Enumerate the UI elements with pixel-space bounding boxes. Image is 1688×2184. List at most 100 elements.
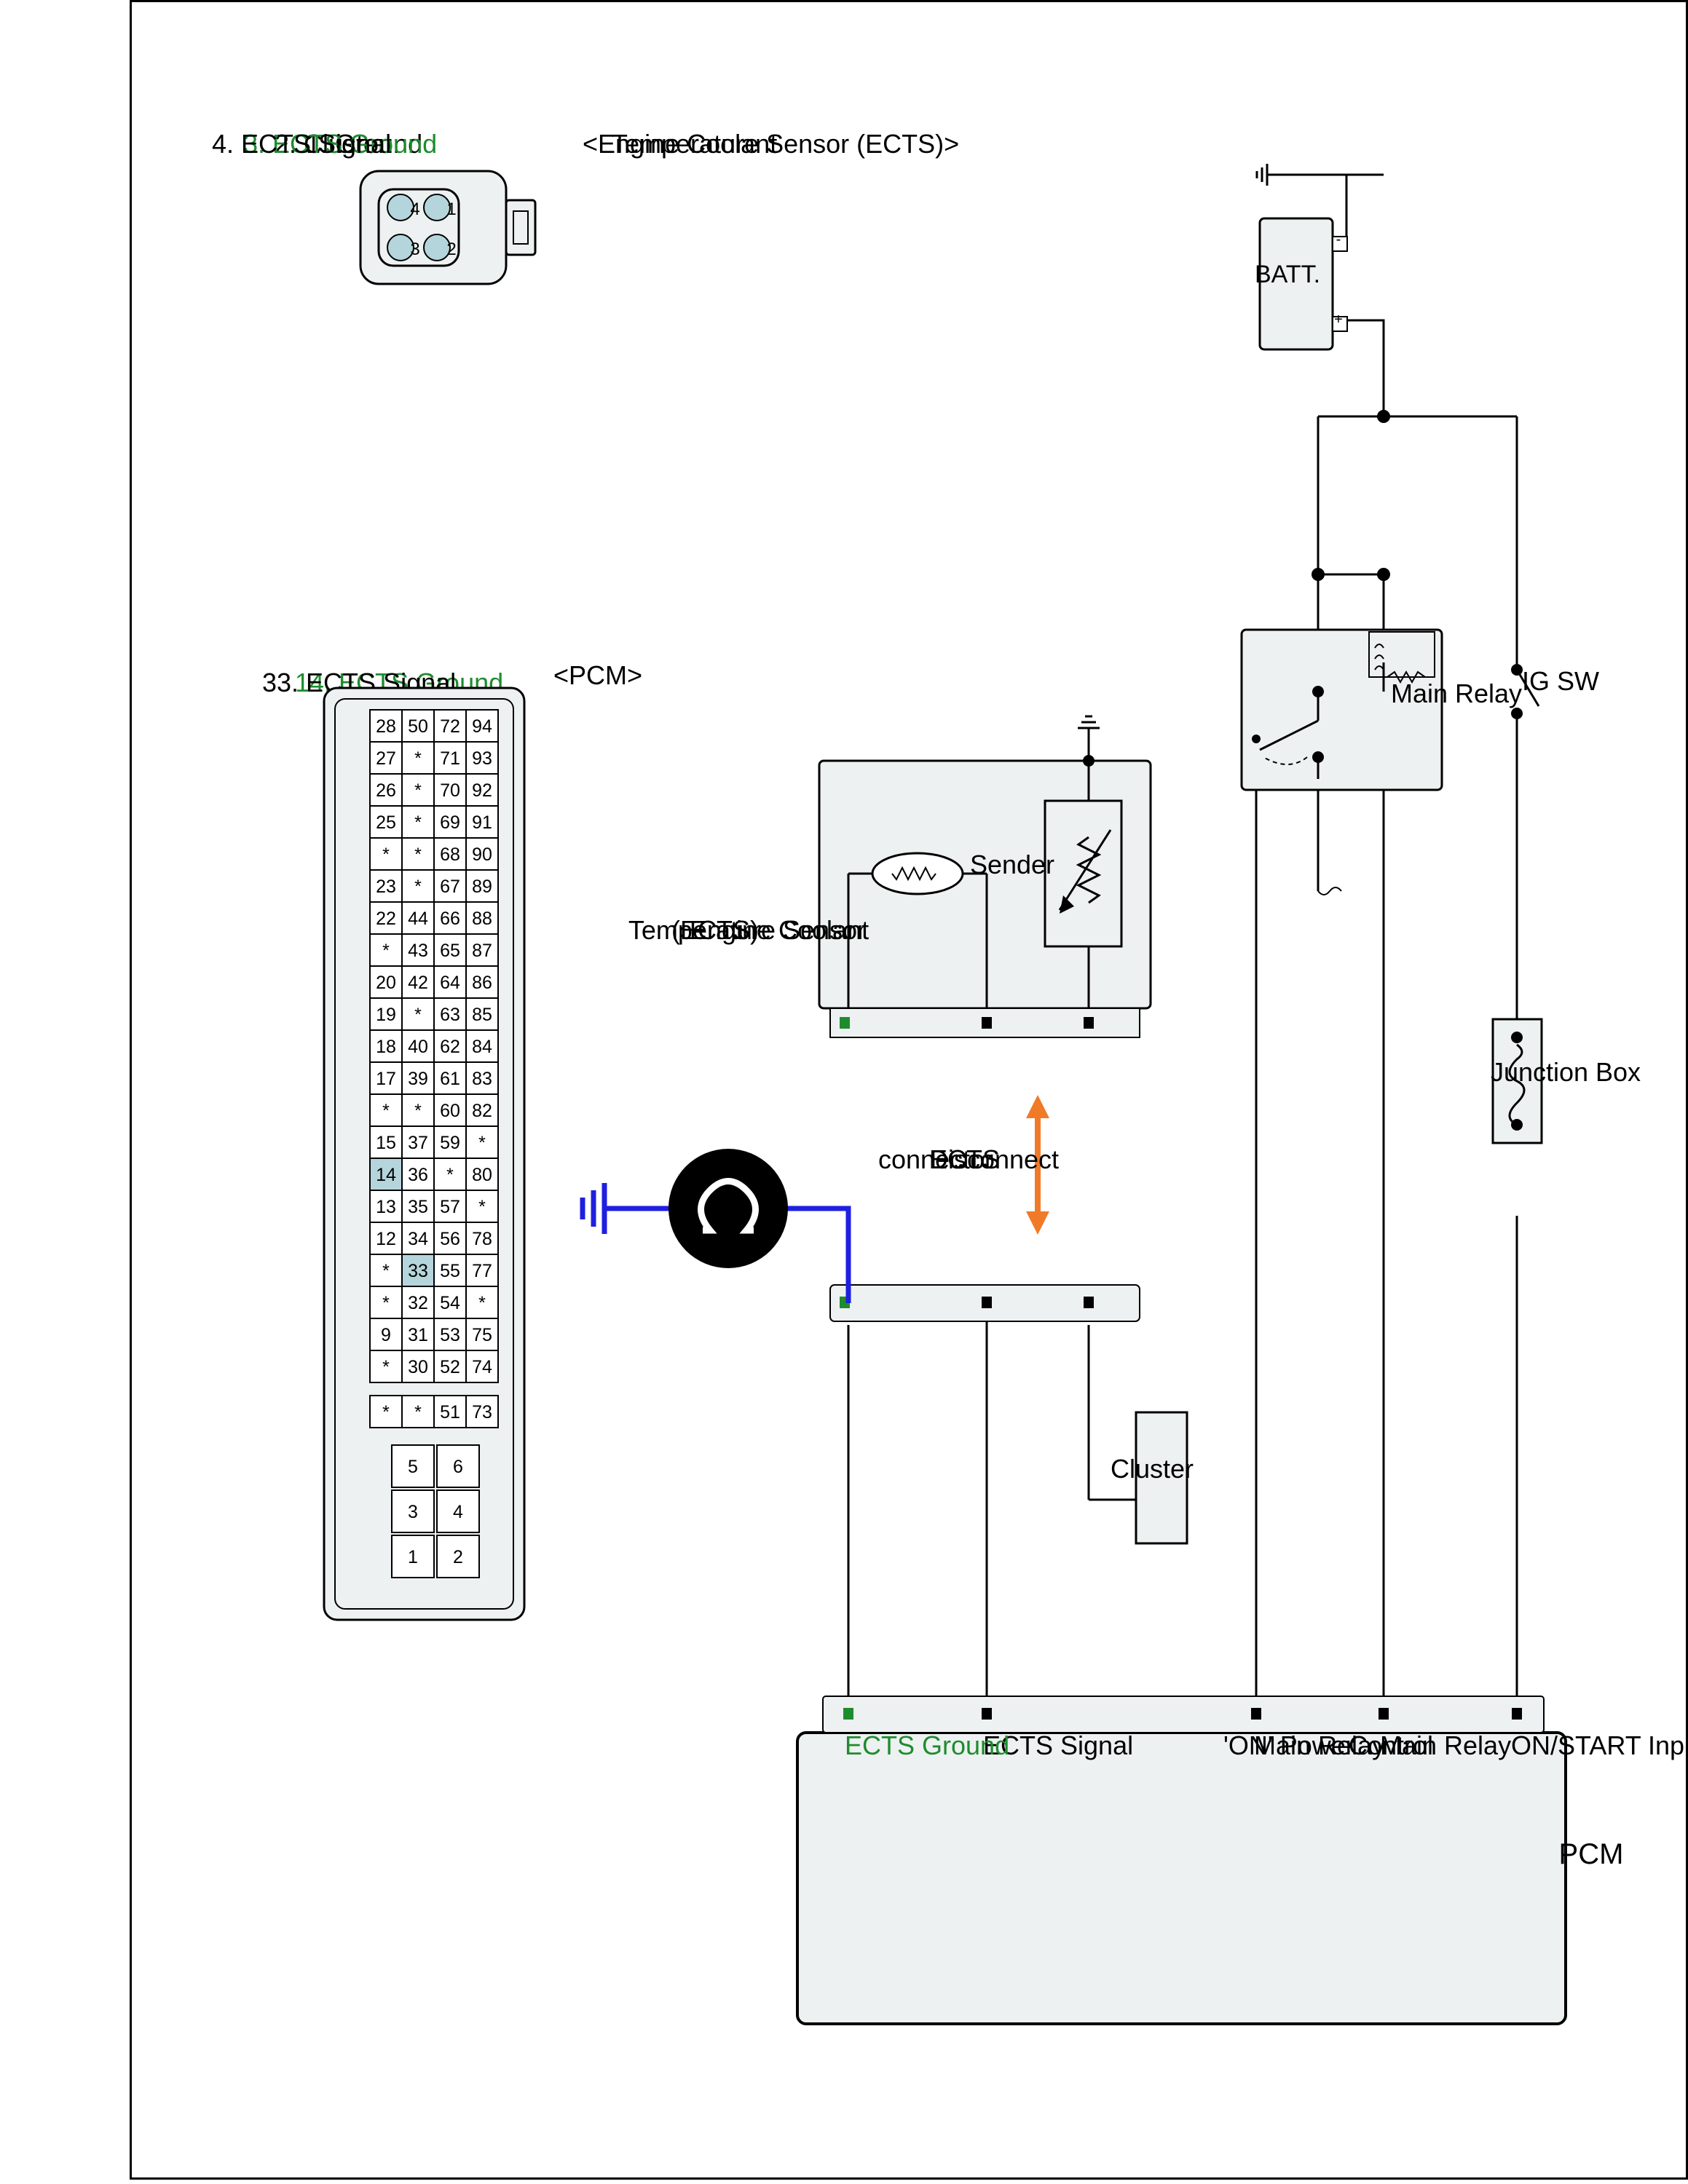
meter-lead-ects (786, 1206, 851, 1303)
pcm-pin-0-2: 92 (472, 780, 492, 801)
pcm-pin-2-8: 42 (408, 973, 428, 993)
pcm-pin-3-3: 25 (376, 812, 396, 833)
pcm-pin-2-14: 36 (408, 1165, 428, 1185)
pcm-pin-0-16: 78 (472, 1229, 492, 1249)
main-relay-label: Main Relay (1391, 678, 1522, 708)
ohmmeter (580, 1149, 851, 1303)
pcm-side-pin-1: 51 (440, 1402, 460, 1423)
pcm-pin-1-10: 62 (440, 1037, 460, 1057)
pcm-pin-3-9: 19 (376, 1005, 396, 1025)
pcm-pin-label-ects-ground: ECTS Ground (845, 1730, 1009, 1760)
pcm-pin-2-4: * (414, 844, 422, 865)
pcm-pin-3-2: 26 (376, 780, 396, 801)
pcm-pin-3-14: 14 (376, 1165, 396, 1185)
pcm-pin-1-2: 70 (440, 780, 460, 801)
ects-legend-pin-1: 1. Ground (306, 129, 422, 159)
disconnect-note: Disconnect ECTS connector (878, 1095, 1059, 1235)
battery: BATT. - + (1255, 217, 1348, 351)
pcm-pin-3-12: * (382, 1101, 390, 1121)
pcm-pin-1-19: 53 (440, 1325, 460, 1345)
pcm-power-pin-1: 1 (408, 1547, 418, 1567)
pcm-pin-0-12: 82 (472, 1101, 492, 1121)
pcm-pin-1-18: 54 (440, 1293, 460, 1313)
pcm-pin-1-8: 64 (440, 973, 460, 993)
pcm-pin-label-ects-signal: ECTS Signal (983, 1730, 1133, 1760)
cluster-label: Cluster (1111, 1454, 1194, 1484)
pcm-pin-3-5: 23 (376, 877, 396, 897)
pcm-pin-2-3: * (414, 812, 422, 833)
junction-box: Junction Box (1491, 1018, 1641, 1144)
pcm-pin-2-15: 35 (408, 1197, 428, 1217)
page-frame (130, 0, 1688, 2180)
pcm-pin-3-1: 27 (376, 748, 396, 769)
pcm-side-pin-2: * (414, 1402, 422, 1423)
pcm-pin-2-0: 50 (408, 716, 428, 737)
pcm-pin-3-17: * (382, 1261, 390, 1281)
pcm-pin-3-19: 9 (381, 1325, 391, 1345)
pcm-power-pin-1-cell (391, 1535, 435, 1578)
pcm-pin-2-17: 33 (408, 1261, 428, 1281)
disconnect-line2: ECTS (930, 1144, 1000, 1174)
ects-pin-signal (982, 1017, 992, 1029)
ects-connector-legend: <Engine Coolant Temperature Sensor (ECTS… (212, 129, 959, 285)
ects-legend-title-1: <Engine Coolant (583, 129, 777, 159)
pcm-block: PCM ON/START Input Main Relay Control Ma… (796, 1696, 1688, 2025)
pcm-pin-2-16: 34 (408, 1229, 428, 1249)
pcm-pin-1-15: 57 (440, 1197, 460, 1217)
pcm-pin-3-11: 17 (376, 1069, 396, 1089)
ects-label-line3: (ECTS) (671, 915, 759, 945)
pcm-pin-0-13: * (478, 1133, 486, 1153)
pcm-pin-1-0: 72 (440, 716, 460, 737)
ects-label-line2: Temperature Sensor (628, 915, 866, 945)
pcm-side-pin-3: * (382, 1402, 390, 1423)
pcm-power-pin-5: 5 (408, 1457, 418, 1477)
cluster: Cluster (1111, 1411, 1194, 1545)
pcm-pin-ects-ground (843, 1708, 853, 1720)
pcm-pin-0-7: 87 (472, 941, 492, 961)
pcm-side-pin-0: 73 (472, 1402, 492, 1423)
pcm-pin-on-start (1512, 1708, 1522, 1720)
pcm-pin-1-6: 66 (440, 909, 460, 929)
pcm-pin-2-18: 32 (408, 1293, 428, 1313)
battery-plus-label: + (1334, 312, 1343, 328)
pcm-pin-0-14: 80 (472, 1165, 492, 1185)
pcm-power-pin-2-cell (436, 1535, 480, 1578)
pcm-pin-0-1: 93 (472, 748, 492, 769)
pcm-pin-1-20: 52 (440, 1357, 460, 1377)
pcm-pin-label-relay-power-1: Main Relay (1254, 1730, 1385, 1760)
ig-switch-label: IG SW (1522, 666, 1599, 696)
ects-harness-connector (829, 1284, 1140, 1322)
pcm-pin-3-15: 13 (376, 1197, 396, 1217)
ects-connector-face: 1 2 3 4 (359, 170, 537, 285)
pcm-pin-2-12: * (414, 1101, 422, 1121)
pcm-pin-2-1: * (414, 748, 422, 769)
pcm-pin-3-13: 15 (376, 1133, 396, 1153)
pcm-power-pin-5-cell (391, 1444, 435, 1488)
pcm-pin-0-9: 85 (472, 1005, 492, 1025)
pcm-pin-3-18: * (382, 1293, 390, 1313)
ects-legend-pin-4: 4. ECTS Signal (212, 129, 391, 159)
ig-switch: IG SW (1511, 664, 1599, 719)
pcm-pin-0-0: 94 (472, 716, 492, 737)
pcm-pin-label-relay-control-2: Control (1349, 1730, 1433, 1760)
pcm-pin-1-5: 67 (440, 877, 460, 897)
pcm-pin-0-18: * (478, 1293, 486, 1313)
pcm-pin-relay-control (1379, 1708, 1389, 1720)
pcm-pin-label-on-start: ON/START Input (1511, 1730, 1688, 1760)
pcm-pin-2-2: * (414, 780, 422, 801)
battery-minus-label: - (1336, 232, 1341, 248)
junction-dots (1312, 410, 1390, 581)
pcm-pin-1-9: 63 (440, 1005, 460, 1025)
ects-legend-pin-3: 3. ECTS Ground (243, 129, 437, 159)
ects-face-1: 1 (446, 199, 456, 219)
pcm-power-pin-6: 6 (453, 1457, 463, 1477)
pcm-pin-0-11: 83 (472, 1069, 492, 1089)
pcm-pin-1-16: 56 (440, 1229, 460, 1249)
ects-legend-title-2: Temperature Sensor (ECTS)> (612, 129, 959, 159)
ects-pin-cluster (1084, 1017, 1094, 1029)
disconnect-line1: Disconnect (929, 1144, 1059, 1174)
pcm-pin-ects-signal (982, 1708, 992, 1720)
pcm-pin-0-5: 89 (472, 877, 492, 897)
disconnect-line3: connector (878, 1144, 993, 1174)
